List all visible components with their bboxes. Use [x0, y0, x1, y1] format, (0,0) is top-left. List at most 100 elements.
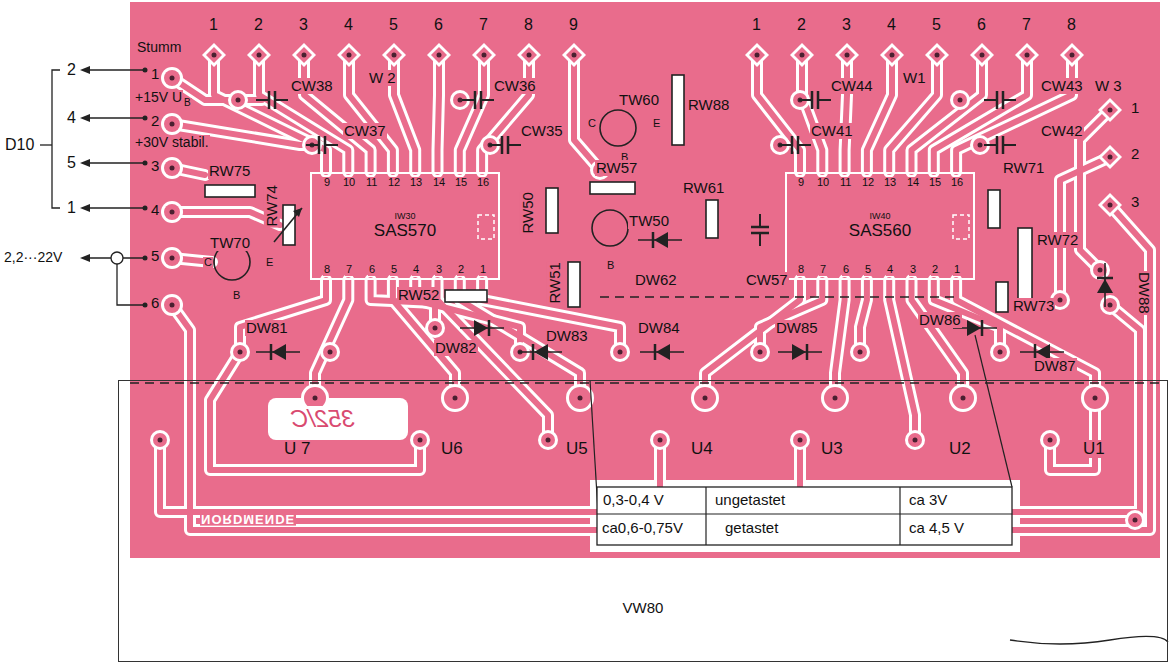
solder-pad	[853, 345, 867, 359]
capacitor-lead	[798, 144, 811, 146]
arrow-head	[80, 204, 90, 212]
copper-trace	[240, 280, 326, 352]
connector-pad	[749, 47, 765, 63]
drill-hole	[1133, 518, 1138, 523]
solder-pad	[824, 387, 846, 409]
terminal-label: U 7	[283, 440, 311, 458]
arrow-head	[80, 114, 90, 122]
component-label: 6	[433, 17, 444, 34]
component-label: Stumm	[136, 40, 182, 55]
connection-dot	[143, 256, 148, 261]
component-label: DW84	[637, 320, 681, 336]
shield-symbol	[111, 252, 123, 264]
solder-pad	[428, 321, 442, 335]
capacitor-lead	[1003, 99, 1016, 101]
capacitor-lead	[481, 99, 494, 101]
pad-ring	[790, 430, 810, 450]
capacitor-symbol	[507, 136, 510, 154]
component-label: TW50	[628, 213, 670, 229]
resistor-symbol	[672, 75, 684, 145]
copper-trace	[956, 55, 1072, 172]
solder-pad	[153, 433, 167, 447]
pad-ring	[1098, 193, 1122, 217]
pad-ring	[970, 43, 994, 67]
pad-ring	[610, 342, 630, 362]
potentiometer-arrow	[293, 208, 302, 217]
drill-hole	[1108, 203, 1113, 208]
pad-ring	[538, 430, 558, 450]
pin-number: 13	[883, 177, 897, 189]
copper-trace	[172, 205, 1150, 530]
capacitor-symbol	[996, 91, 999, 109]
drill-hole	[845, 53, 850, 58]
solder-pad	[541, 433, 555, 447]
drill-hole	[1048, 438, 1053, 443]
pad-ring	[650, 430, 670, 450]
drill-hole	[482, 53, 487, 58]
drill-hole	[527, 53, 532, 58]
component-label: 2	[253, 17, 264, 34]
pad-ring	[202, 43, 226, 67]
drill-hole	[418, 438, 423, 443]
connector-pin-label: D10	[4, 137, 35, 154]
pad-ring	[150, 430, 170, 450]
pad-ring	[441, 384, 469, 412]
capacitor-lead	[818, 99, 831, 101]
trace-gap	[860, 280, 867, 352]
dashed-outline	[130, 382, 1160, 383]
capacitor-lead	[1003, 144, 1016, 146]
component-label: 7	[478, 17, 489, 34]
pin-number: E	[652, 118, 661, 130]
solder-pad	[1128, 513, 1142, 527]
board-gap	[590, 480, 1020, 552]
connection-dot	[143, 303, 148, 308]
drill-hole	[1025, 53, 1030, 58]
solder-pad	[164, 116, 180, 132]
component-label: 2	[796, 17, 807, 34]
diode-bar	[270, 344, 273, 360]
capacitor-lead	[462, 99, 475, 101]
solder-pad	[1043, 433, 1057, 447]
component-label: RW57	[595, 160, 638, 176]
connector-pin-label: 5	[66, 155, 77, 172]
copper-trace	[574, 55, 600, 170]
drill-hole	[453, 396, 458, 401]
trace-gap	[760, 280, 822, 352]
trace-gap	[160, 305, 1140, 512]
table-frame	[597, 487, 1012, 545]
component-label: RW52	[397, 287, 440, 303]
resistor-symbol	[706, 200, 718, 238]
resistor-symbol	[590, 182, 635, 194]
drill-hole	[578, 396, 583, 401]
component-label: DW62	[634, 272, 678, 288]
component-label: DW83	[545, 328, 589, 344]
pad-ring	[161, 201, 183, 223]
drill-hole	[328, 350, 333, 355]
drill-hole	[170, 122, 175, 127]
pad-ring	[750, 342, 770, 362]
solder-pad	[694, 387, 716, 409]
connector-pad	[974, 47, 990, 63]
connection-line	[86, 69, 145, 70]
connection-dot	[143, 116, 148, 121]
pad-ring	[850, 342, 870, 362]
pad-ring	[337, 43, 361, 67]
diode-symbol	[654, 232, 668, 248]
trace-gap	[240, 280, 326, 352]
table-cell: 0,3-0,4 V	[602, 492, 665, 508]
component-label: 1	[208, 17, 219, 34]
board-number: 352/C	[290, 406, 356, 431]
copper-trace	[1080, 110, 1110, 270]
drill-hole	[392, 53, 397, 58]
arrow-head	[80, 159, 90, 167]
diode-symbol	[534, 344, 548, 360]
subscript: B	[183, 98, 192, 109]
copper-trace	[214, 55, 326, 172]
pin-number: 1	[953, 264, 961, 276]
pcb-board	[130, 2, 1160, 558]
pad-ring	[161, 113, 183, 135]
trace-gap	[438, 55, 440, 172]
component-label: 7	[1021, 17, 1032, 34]
ic-ref: IW40	[869, 212, 890, 222]
pin-number: 4	[412, 264, 420, 276]
